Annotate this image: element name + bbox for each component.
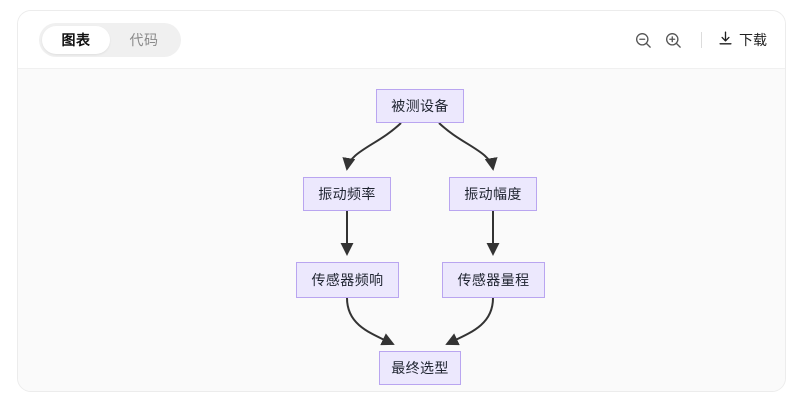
download-button[interactable]: 下载 xyxy=(715,30,767,50)
edge-n5-n6 xyxy=(445,297,494,346)
tab-code[interactable]: 代码 xyxy=(129,32,159,48)
node-vibration-frequency[interactable]: 振动频率 xyxy=(303,177,391,211)
download-icon xyxy=(717,30,734,50)
node-sensor-range[interactable]: 传感器量程 xyxy=(442,262,545,298)
view-tab-group: 图表 代码 xyxy=(39,23,181,57)
zoom-in-icon[interactable] xyxy=(658,25,688,55)
download-label: 下载 xyxy=(739,32,767,48)
node-device-under-test[interactable]: 被测设备 xyxy=(376,89,464,123)
zoom-out-icon[interactable] xyxy=(628,25,658,55)
node-sensor-frequency-response[interactable]: 传感器频响 xyxy=(296,262,399,298)
node-final-selection[interactable]: 最终选型 xyxy=(379,351,461,385)
diagram-card: 图表 代码 xyxy=(17,10,786,392)
node-vibration-amplitude[interactable]: 振动幅度 xyxy=(449,177,537,211)
header-tools: 下载 xyxy=(628,11,767,69)
tab-chart[interactable]: 图表 xyxy=(42,26,110,54)
card-header: 图表 代码 xyxy=(18,11,785,69)
edge-n1-n2 xyxy=(342,122,402,171)
edge-layer xyxy=(340,122,500,346)
diagram-canvas[interactable]: 被测设备 振动频率 振动幅度 传感器频响 传感器量程 最终选型 xyxy=(18,69,785,391)
edge-n4-n6 xyxy=(346,297,395,346)
edge-n1-n3 xyxy=(438,122,498,171)
toolbar-divider xyxy=(701,32,702,48)
